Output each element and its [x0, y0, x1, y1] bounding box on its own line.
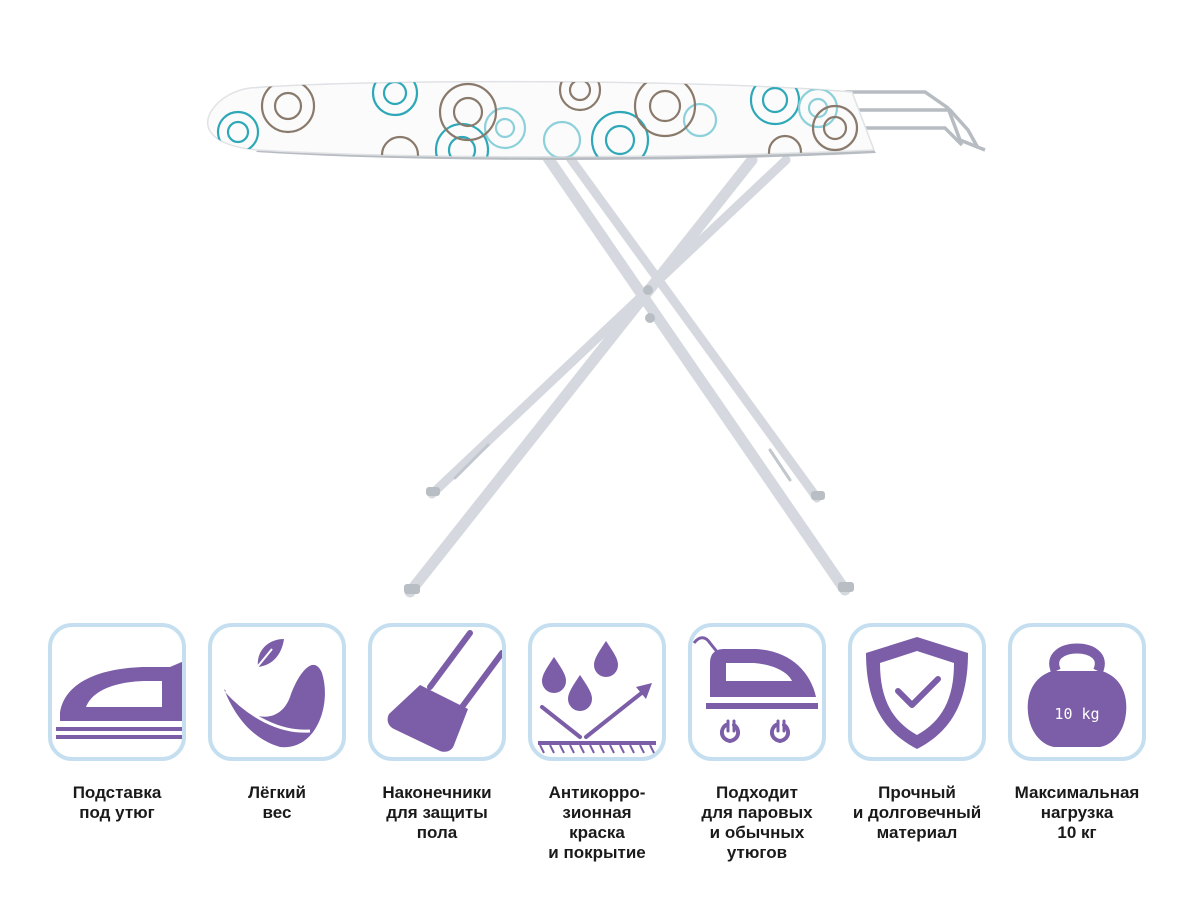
feature-caption: Наконечники для защиты пола	[382, 783, 492, 842]
feather-icon	[224, 639, 325, 748]
feature-iron-rest: Подставка под утюг	[40, 620, 200, 890]
feature-caption: Подставка под утюг	[72, 783, 162, 822]
ironing-board-illustration	[207, 80, 986, 598]
feature-light-weight: Лёгкий вес	[200, 620, 360, 890]
feature-durable: Прочный и долговечный материал	[840, 620, 1000, 890]
feature-tile	[848, 623, 986, 761]
feature-caption: Прочный и долговечный материал	[852, 783, 982, 842]
feature-tile: 10 kg	[1008, 623, 1146, 761]
iron-rest-wire	[845, 90, 986, 152]
foot-cap-icon	[387, 630, 502, 752]
product-image	[207, 80, 986, 598]
feature-caption: Антикорро- зионная краска и покрытие	[548, 783, 646, 862]
steam-iron-icon	[692, 636, 818, 744]
feature-max-load: 10 kg Максимальная нагрузка 10 кг	[1000, 620, 1160, 890]
feature-caption: Максимальная нагрузка 10 кг	[1014, 783, 1140, 842]
feature-tile	[528, 623, 666, 761]
feature-tile	[48, 623, 186, 761]
feature-steam-compatible: Подходит для паровых и обычных утюгов	[680, 620, 840, 890]
board-top	[207, 80, 876, 160]
feature-tile	[688, 623, 826, 761]
feature-caption: Подходит для паровых и обычных утюгов	[701, 783, 813, 862]
feature-list: Подставка под утюг Лёгкий вес	[0, 620, 1200, 900]
feature-foot-caps: Наконечники для защиты пола	[360, 620, 520, 890]
kettlebell-icon: 10 kg	[1027, 643, 1127, 747]
board-legs	[404, 152, 851, 598]
leg-caps	[404, 285, 854, 594]
iron-rest-icon	[56, 661, 182, 739]
feature-anticorrosion: Антикорро- зионная краска и покрытие	[520, 620, 680, 890]
feature-caption: Лёгкий вес	[248, 783, 306, 822]
floral-pattern	[216, 81, 859, 157]
feature-tile	[208, 623, 346, 761]
shield-check-icon	[866, 637, 968, 749]
weight-label: 10 kg	[1054, 705, 1099, 723]
feature-tile	[368, 623, 506, 761]
anticorrosion-drops-icon	[538, 641, 656, 754]
